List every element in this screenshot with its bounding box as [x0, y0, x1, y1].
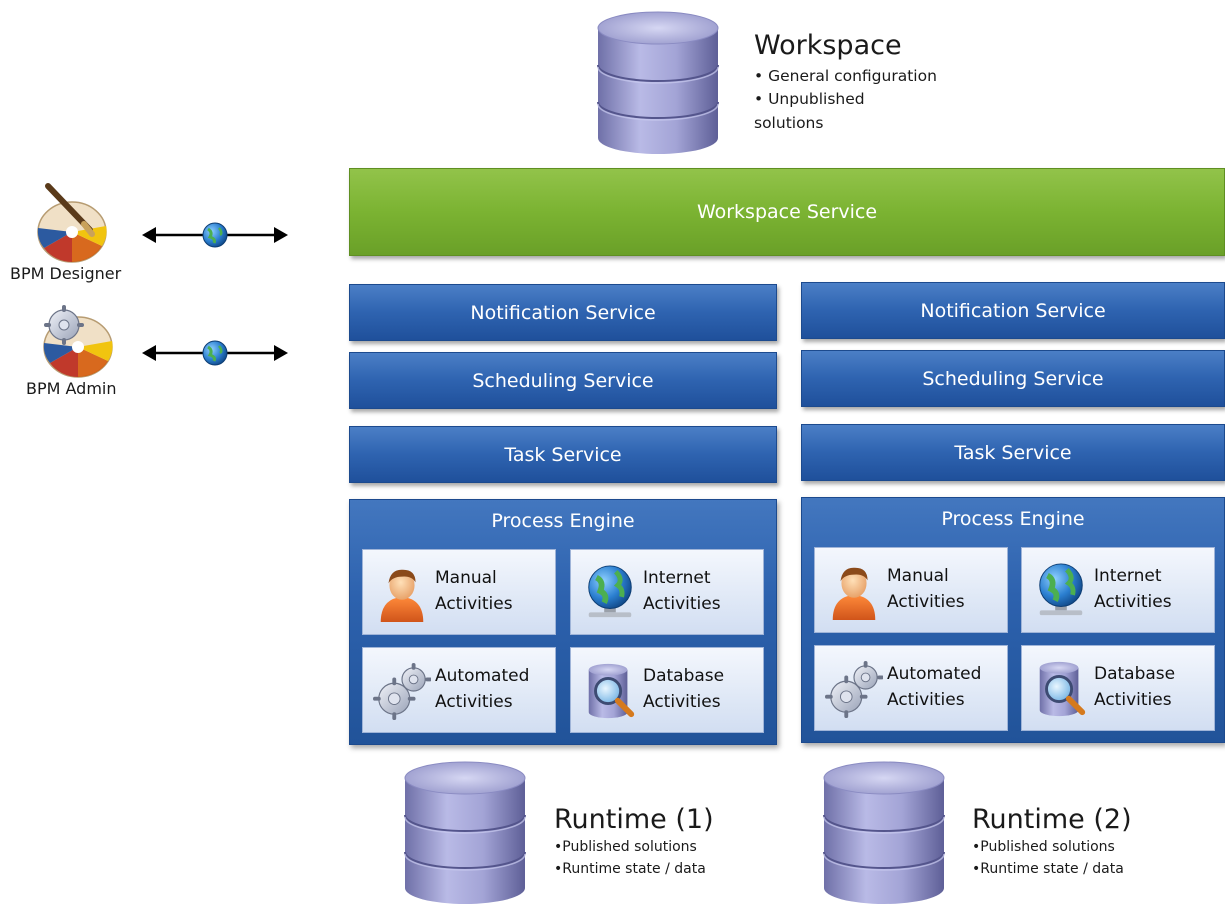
notification-service-label: Notification Service: [470, 301, 656, 324]
runtime-bullet: •Runtime state / data: [554, 860, 706, 877]
tile-line1: Automated: [435, 666, 530, 686]
task-service-label: Task Service: [954, 441, 1072, 464]
process-engine-title: Process Engine: [941, 508, 1085, 530]
scheduling-service-bar: Scheduling Service: [349, 352, 777, 409]
runtime-caption: Runtime (2) •Published solutions •Runtim…: [972, 806, 1132, 880]
bidirectional-arrow-icon: [140, 220, 290, 250]
tile-line1: Database: [643, 666, 725, 686]
workspace-bullet: • General configuration: [754, 67, 937, 85]
workspace-bullet: • Unpublished: [754, 90, 865, 109]
scheduling-service-bar: Scheduling Service: [801, 350, 1225, 407]
palette-brush-icon: [32, 183, 112, 270]
runtime-caption: Runtime (1) •Published solutions •Runtim…: [554, 806, 714, 880]
workspace-title: Workspace: [754, 30, 902, 61]
tile-line2: Activities: [435, 593, 513, 614]
runtime-bullet: •Published solutions: [554, 839, 697, 855]
tile-line2: Activities: [435, 691, 513, 712]
tile-line1: Internet: [1094, 566, 1162, 586]
tile-line2: Activities: [1094, 591, 1172, 612]
tile-line1: Database: [1094, 664, 1176, 684]
runtime-bullet: •Runtime state / data: [972, 860, 1124, 877]
globe-network-icon: [581, 564, 639, 622]
tile-line1: Automated: [887, 664, 982, 684]
task-service-label: Task Service: [504, 443, 622, 466]
runtime-database-icon: [819, 758, 949, 908]
tile-line1: Internet: [643, 568, 711, 588]
runtime-bullets: •Published solutions •Runtime state / da…: [554, 837, 714, 880]
actor-label: BPM Admin: [26, 379, 117, 398]
tile-line1: Manual: [887, 566, 949, 586]
scheduling-service-label: Scheduling Service: [922, 367, 1104, 390]
notification-service-label: Notification Service: [920, 299, 1106, 322]
bidirectional-arrow-icon: [140, 338, 290, 368]
workspace-service-label: Workspace Service: [696, 201, 878, 223]
runtime-bullet: •Published solutions: [972, 839, 1115, 855]
runtime-title: Runtime (2): [972, 804, 1132, 835]
runtime-title: Runtime (1): [554, 804, 714, 835]
notification-service-bar: Notification Service: [801, 282, 1225, 339]
palette-gear-icon: [38, 305, 118, 385]
workspace-caption: Workspace • General configuration • Unpu…: [754, 32, 937, 135]
tile-line2: Activities: [887, 689, 965, 710]
database-search-icon: [1032, 660, 1090, 718]
gears-icon: [373, 662, 431, 720]
workspace-database-icon: [593, 8, 723, 158]
tile-line1: Manual: [435, 568, 497, 588]
tile-line2: Activities: [643, 691, 721, 712]
process-engine-title: Process Engine: [491, 510, 635, 532]
runtime-database-icon: [400, 758, 530, 908]
workspace-bullets: • General configuration • Unpublished so…: [754, 65, 937, 135]
tile-line2: Activities: [643, 593, 721, 614]
workspace-service-bar: Workspace Service: [349, 168, 1225, 256]
globe-network-icon: [1032, 562, 1090, 620]
workspace-bullet: solutions: [754, 113, 824, 132]
scheduling-service-label: Scheduling Service: [472, 369, 654, 392]
database-search-icon: [581, 662, 639, 720]
actor-label: BPM Designer: [10, 264, 122, 283]
person-icon: [373, 564, 431, 622]
notification-service-bar: Notification Service: [349, 284, 777, 341]
tile-line2: Activities: [887, 591, 965, 612]
runtime-bullets: •Published solutions •Runtime state / da…: [972, 837, 1132, 880]
task-service-bar: Task Service: [801, 424, 1225, 481]
person-icon: [825, 562, 883, 620]
gears-icon: [825, 660, 883, 718]
task-service-bar: Task Service: [349, 426, 777, 483]
tile-line2: Activities: [1094, 689, 1172, 710]
